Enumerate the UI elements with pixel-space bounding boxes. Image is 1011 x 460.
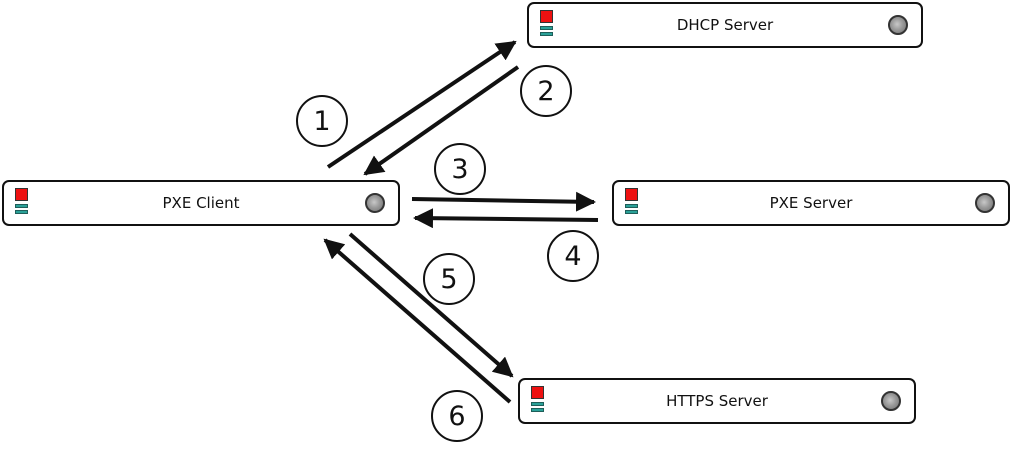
https-server-label: HTTPS Server [666, 392, 768, 410]
step-badge-2: 2 [520, 65, 572, 117]
pxe-server-node: PXE Server [612, 180, 1010, 226]
power-knob-icon [888, 15, 908, 35]
step-badge-5: 5 [423, 253, 475, 305]
drive-bays-icon [540, 26, 553, 38]
drive-bays-icon [531, 402, 544, 414]
status-led-icon [15, 188, 28, 201]
status-led-icon [625, 188, 638, 201]
step-badge-3: 3 [434, 143, 486, 195]
arrow-6-https-to-client [323, 238, 512, 404]
drive-bays-icon [625, 204, 638, 216]
status-led-icon [540, 10, 553, 23]
https-server-node: HTTPS Server [518, 378, 916, 424]
power-knob-icon [881, 391, 901, 411]
pxe-client-node: PXE Client [2, 180, 400, 226]
arrow-4-pxe-server-to-client [413, 208, 599, 229]
step-badge-6: 6 [431, 390, 483, 442]
pxe-server-label: PXE Server [769, 194, 853, 212]
pxe-client-label: PXE Client [162, 194, 240, 212]
arrow-5-client-to-https [348, 232, 514, 378]
arrow-3-client-to-pxe-server [411, 191, 596, 212]
status-led-icon [531, 386, 544, 399]
power-knob-icon [365, 193, 385, 213]
dhcp-server-label: DHCP Server [676, 16, 774, 34]
arrow-1-client-to-dhcp [326, 40, 517, 169]
arrow-2-dhcp-to-client [363, 65, 520, 176]
step-badge-1: 1 [296, 95, 348, 147]
dhcp-server-node: DHCP Server [527, 2, 923, 48]
drive-bays-icon [15, 204, 28, 216]
power-knob-icon [975, 193, 995, 213]
step-badge-4: 4 [547, 230, 599, 282]
